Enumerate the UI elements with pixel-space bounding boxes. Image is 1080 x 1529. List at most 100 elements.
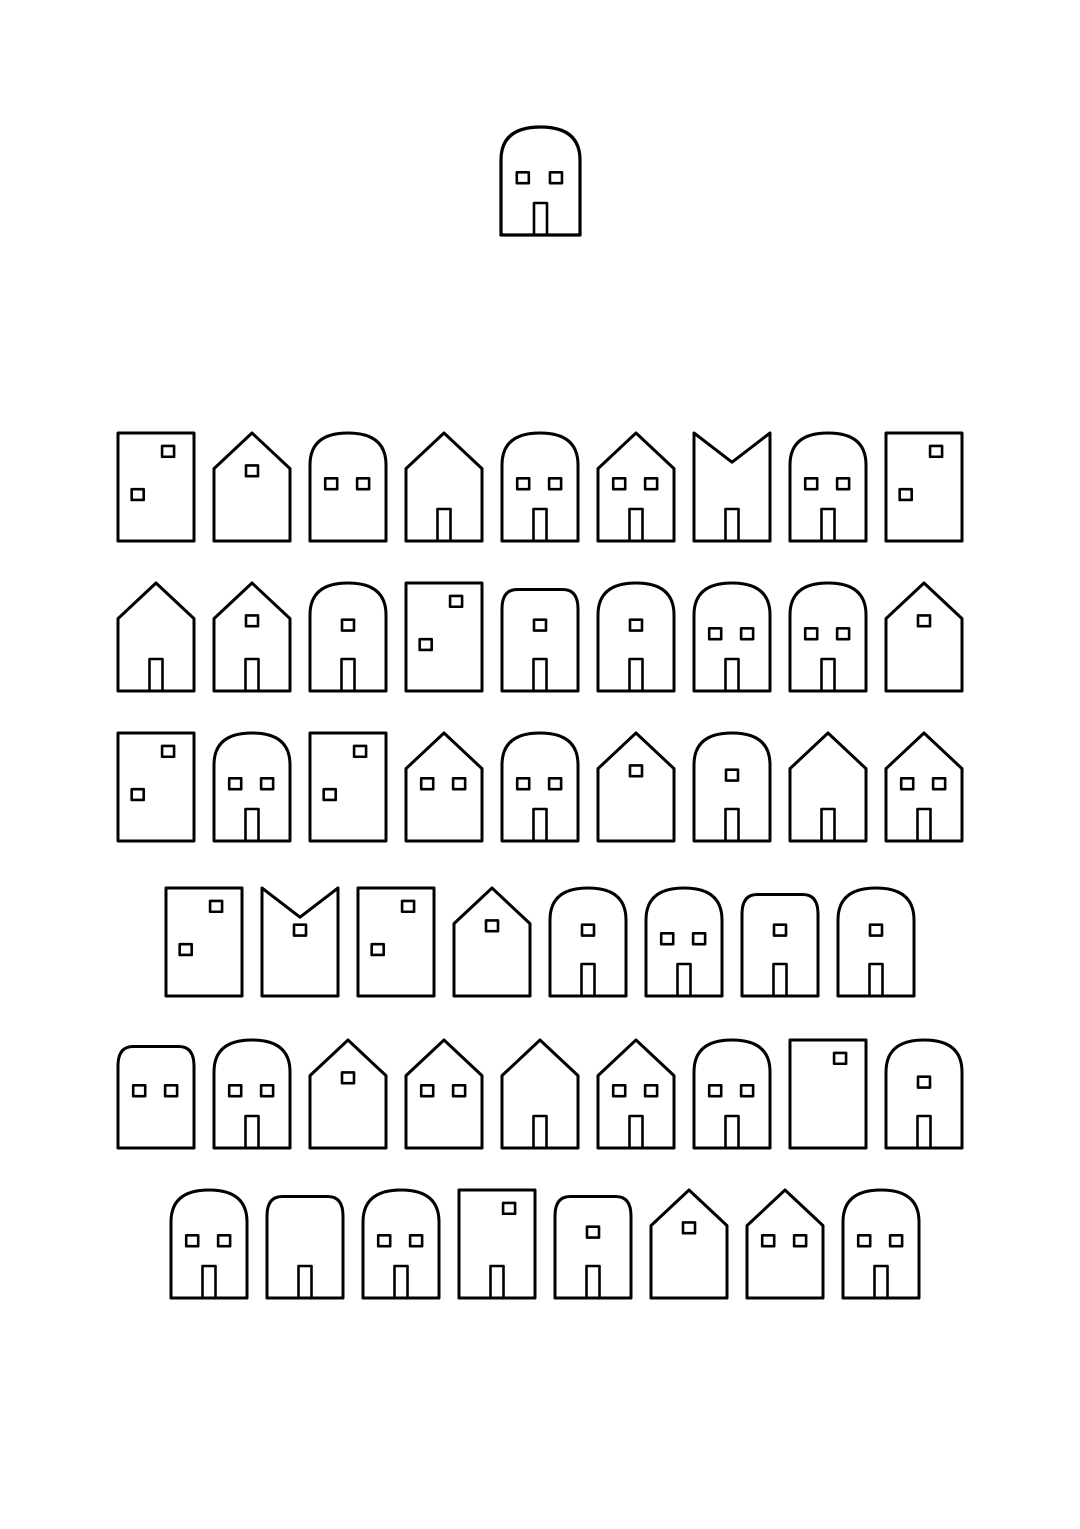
door <box>820 657 836 693</box>
door <box>532 507 548 543</box>
window <box>803 627 819 641</box>
window <box>580 923 596 937</box>
house-outline <box>308 431 388 543</box>
window <box>931 777 947 791</box>
window <box>208 899 224 914</box>
window <box>160 744 176 759</box>
house-row3-8 <box>788 731 868 843</box>
house-outline <box>260 886 340 998</box>
window <box>160 444 176 459</box>
window <box>835 627 851 641</box>
window <box>628 618 644 632</box>
window <box>739 1084 755 1098</box>
house-outline <box>788 731 868 843</box>
house-outline <box>884 731 964 843</box>
house-row3-1 <box>116 731 196 843</box>
house-outline <box>884 431 964 543</box>
window <box>244 464 260 478</box>
door <box>532 1114 548 1150</box>
window <box>418 637 433 652</box>
window <box>856 1234 872 1248</box>
house-outline <box>308 1038 388 1150</box>
house-outline <box>745 1188 825 1300</box>
house-outline <box>692 731 772 843</box>
house-outline <box>212 1038 292 1150</box>
window <box>707 1084 723 1098</box>
window <box>691 932 707 946</box>
door <box>244 1114 260 1150</box>
house-outline <box>740 892 820 998</box>
window <box>643 1084 659 1098</box>
window <box>484 919 500 933</box>
door <box>201 1264 217 1300</box>
house-row3-6 <box>596 731 676 843</box>
door <box>585 1264 601 1300</box>
window <box>292 923 308 937</box>
house-row3-7 <box>692 731 772 843</box>
door <box>532 657 548 693</box>
house-row1-3 <box>308 431 388 543</box>
house-row5-6 <box>596 1038 676 1150</box>
house-row1-4 <box>404 431 484 543</box>
house-outline <box>116 581 196 693</box>
door <box>340 657 356 693</box>
house-outline <box>788 581 868 693</box>
window <box>888 1234 904 1248</box>
house-outline <box>452 886 532 998</box>
window <box>898 487 913 502</box>
house-row1-6 <box>596 431 676 543</box>
door <box>244 657 260 693</box>
window <box>501 1201 517 1216</box>
window <box>611 1084 627 1098</box>
house-outline <box>548 886 628 998</box>
house-outline <box>265 1194 345 1300</box>
door <box>489 1264 505 1300</box>
house-outline <box>212 731 292 843</box>
window <box>515 171 531 185</box>
house-row3-2 <box>212 731 292 843</box>
house-outline <box>212 581 292 693</box>
house-outline <box>644 886 724 998</box>
window <box>643 477 659 491</box>
house-row2-4 <box>404 581 484 693</box>
window <box>739 627 755 641</box>
door <box>724 807 740 843</box>
house-row6-4 <box>457 1188 537 1300</box>
house-row5-4 <box>404 1038 484 1150</box>
window <box>216 1234 232 1248</box>
window <box>322 787 337 802</box>
house-row5-2 <box>212 1038 292 1150</box>
house-row4-6 <box>644 886 724 998</box>
house-row1-7 <box>692 431 772 543</box>
window <box>451 777 467 791</box>
window <box>868 923 884 937</box>
house-row5-1 <box>116 1044 196 1150</box>
house-outline <box>788 1038 868 1150</box>
window <box>178 942 193 957</box>
door <box>393 1264 409 1300</box>
house-row2-3 <box>308 581 388 693</box>
house-row2-5 <box>500 587 580 693</box>
window <box>515 477 531 491</box>
house-row6-6 <box>649 1188 729 1300</box>
house-row5-5 <box>500 1038 580 1150</box>
house-row5-8 <box>788 1038 868 1150</box>
house-outline <box>788 431 868 543</box>
door <box>628 507 644 543</box>
house-row6-5 <box>553 1194 633 1300</box>
window <box>928 444 944 459</box>
window <box>803 477 819 491</box>
house-outline <box>404 431 484 543</box>
house-outline <box>596 1038 676 1150</box>
door <box>148 657 164 693</box>
window <box>448 594 464 609</box>
house-outline <box>884 1038 964 1150</box>
house-outline <box>500 1038 580 1150</box>
window <box>611 477 627 491</box>
door <box>244 807 260 843</box>
house-outline <box>457 1188 537 1300</box>
house-row2-9 <box>884 581 964 693</box>
window <box>515 777 531 791</box>
window <box>340 618 356 632</box>
house-outline <box>499 125 582 237</box>
